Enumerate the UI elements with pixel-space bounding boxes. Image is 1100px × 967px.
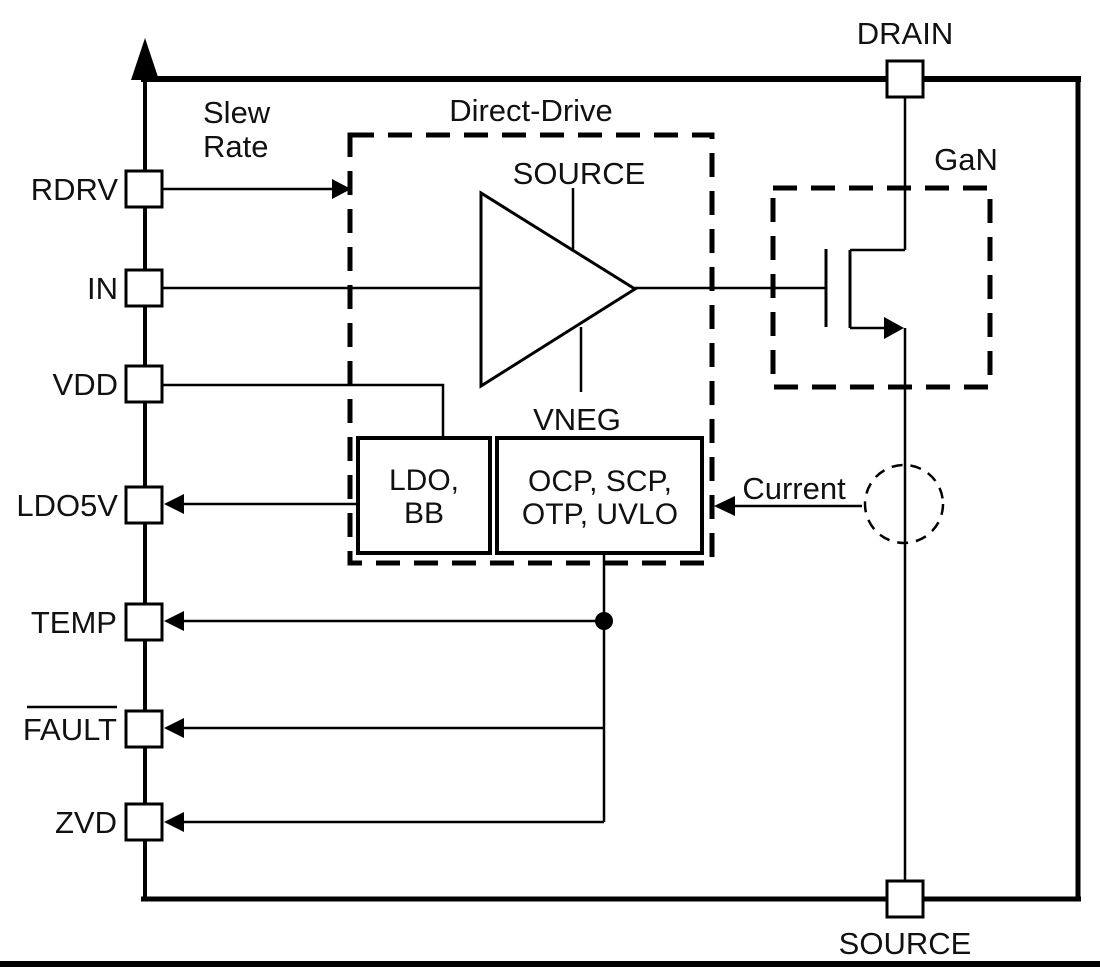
protection-label-line2: OTP, UVLO	[522, 498, 678, 531]
pin-square-drain	[885, 59, 925, 99]
pin-label-zvd: ZVD	[55, 805, 117, 840]
ldo-bb-label-line2: BB	[404, 497, 444, 530]
pin-labels: RDRV IN VDD LDO5V TEMP FAULT ZVD DRAIN S…	[16, 16, 971, 961]
pin-square-zvd	[124, 802, 164, 842]
gan-label: GaN	[934, 142, 998, 177]
signal-wires	[162, 97, 907, 881]
pin-label-ldo5v: LDO5V	[16, 488, 118, 523]
bottom-edge-bar	[0, 961, 1100, 967]
annotation-labels: Slew Rate Direct-Drive SOURCE VNEG Curre…	[203, 93, 998, 506]
pin-label-in: IN	[87, 271, 118, 306]
protection-box	[495, 436, 704, 555]
current-sense-circle	[863, 463, 945, 545]
ldo-bb-label-line1: LDO,	[389, 464, 459, 497]
pin-terminals	[124, 59, 925, 919]
direct-drive-label: Direct-Drive	[449, 93, 613, 128]
gate-driver-amplifier	[479, 190, 638, 389]
temp-arrowhead-icon	[164, 611, 184, 631]
vdd-wire	[162, 383, 445, 440]
ldo-bb-box	[356, 436, 492, 555]
protection-block: OCP, SCP, OTP, UVLO	[495, 436, 704, 555]
pin-square-fault	[124, 709, 164, 749]
ldo-bb-block: LDO, BB	[356, 436, 492, 555]
slew-rate-label-line1: Slew	[203, 95, 271, 130]
slew-rate-label-line2: Rate	[203, 129, 268, 164]
pin-square-source	[885, 879, 925, 919]
current-label: Current	[742, 471, 846, 506]
gan-fet-symbol	[824, 249, 852, 328]
pin-label-vdd: VDD	[53, 367, 118, 402]
pin-label-fault: FAULT	[23, 712, 117, 747]
pin-square-ldo5v	[124, 485, 164, 525]
ldo5v-arrowhead-icon	[164, 494, 184, 514]
amp-source-label: SOURCE	[513, 156, 646, 191]
protection-label-line1: OCP, SCP,	[528, 465, 672, 498]
pin-label-drain: DRAIN	[857, 16, 953, 51]
source-arrowhead-icon	[884, 317, 904, 339]
direct-drive-dashed-box	[347, 132, 715, 566]
pin-square-vdd	[124, 364, 164, 404]
pin-label-rdrv: RDRV	[31, 172, 119, 207]
pin-square-rdrv	[124, 169, 164, 209]
zvd-arrowhead-icon	[164, 812, 184, 832]
current-arrowhead-icon	[714, 496, 735, 516]
pin-label-source: SOURCE	[839, 926, 972, 961]
rdrv-arrowhead-icon	[332, 179, 351, 199]
up-arrow-icon	[131, 38, 159, 80]
fault-arrowhead-icon	[164, 718, 184, 738]
pin-square-temp	[124, 602, 164, 642]
pin-label-temp: TEMP	[31, 605, 117, 640]
pin-square-in	[124, 268, 164, 308]
amp-vneg-label: VNEG	[533, 402, 621, 437]
